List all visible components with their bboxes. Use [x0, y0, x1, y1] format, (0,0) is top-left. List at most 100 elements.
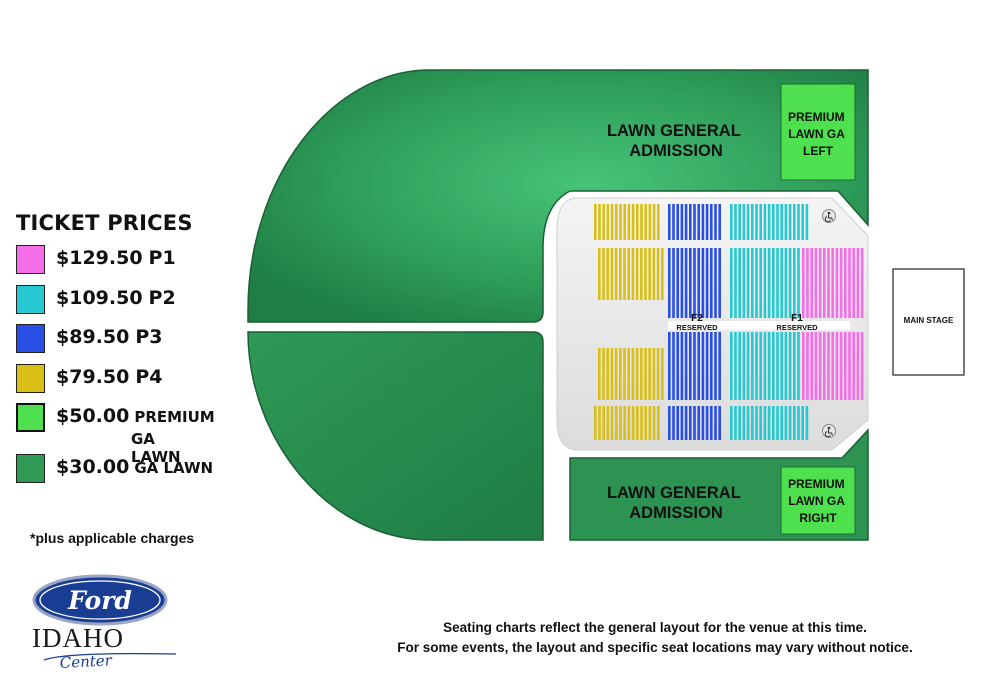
- premium-right-label: PREMIUM LAWN GA RIGHT: [788, 477, 848, 525]
- seat-block-p2[interactable]: [730, 204, 809, 240]
- seat-row: [784, 406, 788, 440]
- seat-row: [614, 248, 618, 300]
- seat-row: [652, 348, 656, 400]
- seat-block-p3[interactable]: [668, 248, 721, 318]
- lawn-ga-lower-left[interactable]: [247, 331, 544, 541]
- seat-row: [602, 248, 605, 300]
- premium-lawn-ga-right[interactable]: [780, 466, 856, 535]
- seat-row: [701, 332, 705, 400]
- seat-row: [644, 348, 647, 400]
- seat-row: [718, 204, 721, 240]
- seat-row: [644, 204, 647, 240]
- seat-row: [631, 348, 635, 400]
- seat-block-p2[interactable]: [730, 248, 800, 318]
- seat-row: [610, 348, 614, 400]
- seat-row: [697, 204, 700, 240]
- seat-row: [710, 332, 713, 400]
- seat-row: [742, 332, 746, 400]
- seat-row: [797, 248, 800, 318]
- seat-row: [818, 332, 822, 400]
- seat-row: [697, 406, 700, 440]
- legend-swatch: [16, 403, 45, 432]
- seat-row: [606, 348, 609, 400]
- seat-block-p4[interactable]: [594, 406, 660, 440]
- seat-row: [751, 248, 754, 318]
- seat-row: [714, 204, 717, 240]
- seat-row: [680, 248, 684, 318]
- seat-row: [772, 204, 775, 240]
- seat-row: [776, 248, 779, 318]
- seat-row: [697, 248, 700, 318]
- seat-row: [676, 204, 679, 240]
- seat-row: [672, 332, 675, 400]
- premium-left-label: PREMIUM LAWN GA LEFT: [788, 110, 848, 158]
- seat-row: [714, 332, 717, 400]
- seat-row: [594, 204, 597, 240]
- seat-row: [602, 348, 605, 400]
- seat-row: [676, 406, 679, 440]
- lawn-ga-upper[interactable]: [247, 69, 869, 323]
- seat-row: [672, 406, 675, 440]
- seat-row: [831, 332, 834, 400]
- seat-row: [602, 406, 605, 440]
- seat-row: [738, 204, 741, 240]
- seat-block-p1[interactable]: [802, 332, 864, 400]
- ford-idaho-center-logo: Ford IDAHO Center: [32, 574, 177, 672]
- seat-row: [668, 204, 671, 240]
- seat-row: [606, 406, 610, 440]
- seat-row: [772, 332, 775, 400]
- seat-row: [780, 204, 783, 240]
- seat-row: [598, 248, 601, 300]
- seat-block-p3[interactable]: [668, 204, 721, 240]
- seat-row: [689, 204, 692, 240]
- seat-row: [734, 248, 737, 318]
- seat-block-p4[interactable]: [598, 348, 664, 400]
- seat-block-p3[interactable]: [668, 332, 721, 400]
- seat-row: [730, 204, 733, 240]
- seat-row: [767, 204, 771, 240]
- charges-note: *plus applicable charges: [30, 530, 195, 546]
- lawn-ga-lower-label: LAWN GENERAL ADMISSION: [607, 484, 745, 522]
- seat-row: [610, 406, 614, 440]
- seat-block-p1[interactable]: [802, 248, 864, 318]
- seat-row: [693, 204, 696, 240]
- seat-row: [640, 204, 643, 240]
- seat-row: [772, 248, 775, 318]
- seat-row: [734, 332, 737, 400]
- seat-block-p2[interactable]: [730, 406, 809, 440]
- legend-swatch: [16, 364, 45, 393]
- seat-row: [780, 332, 783, 400]
- seat-block-p4[interactable]: [598, 248, 664, 300]
- center-script: Center: [59, 651, 113, 672]
- premium-lawn-ga-left[interactable]: [780, 83, 856, 181]
- section-label-band: [668, 321, 850, 330]
- seat-block-p4[interactable]: [594, 204, 660, 240]
- section-f1-sub: RESERVED: [776, 323, 818, 332]
- seat-block-p2[interactable]: [730, 332, 800, 400]
- seat-row: [852, 248, 855, 318]
- seat-row: [657, 406, 660, 440]
- seat-row: [693, 248, 696, 318]
- seat-row: [788, 332, 792, 400]
- section-f2-label: F2: [691, 313, 703, 324]
- seat-row: [818, 248, 822, 318]
- seat-row: [763, 406, 767, 440]
- seat-row: [705, 406, 709, 440]
- seat-row: [810, 248, 813, 318]
- seat-block-p3[interactable]: [668, 406, 721, 440]
- seat-row: [648, 248, 651, 300]
- seat-row: [844, 332, 847, 400]
- seat-row: [619, 348, 622, 400]
- seat-row: [619, 204, 622, 240]
- seat-row: [661, 248, 664, 300]
- seat-row: [661, 348, 664, 400]
- seat-row: [680, 406, 684, 440]
- seat-row: [693, 406, 696, 440]
- seat-row: [668, 406, 671, 440]
- legend-swatch: [16, 245, 45, 274]
- seat-row: [776, 204, 779, 240]
- seat-row: [763, 332, 767, 400]
- seat-row: [751, 204, 754, 240]
- seat-row: [827, 248, 830, 318]
